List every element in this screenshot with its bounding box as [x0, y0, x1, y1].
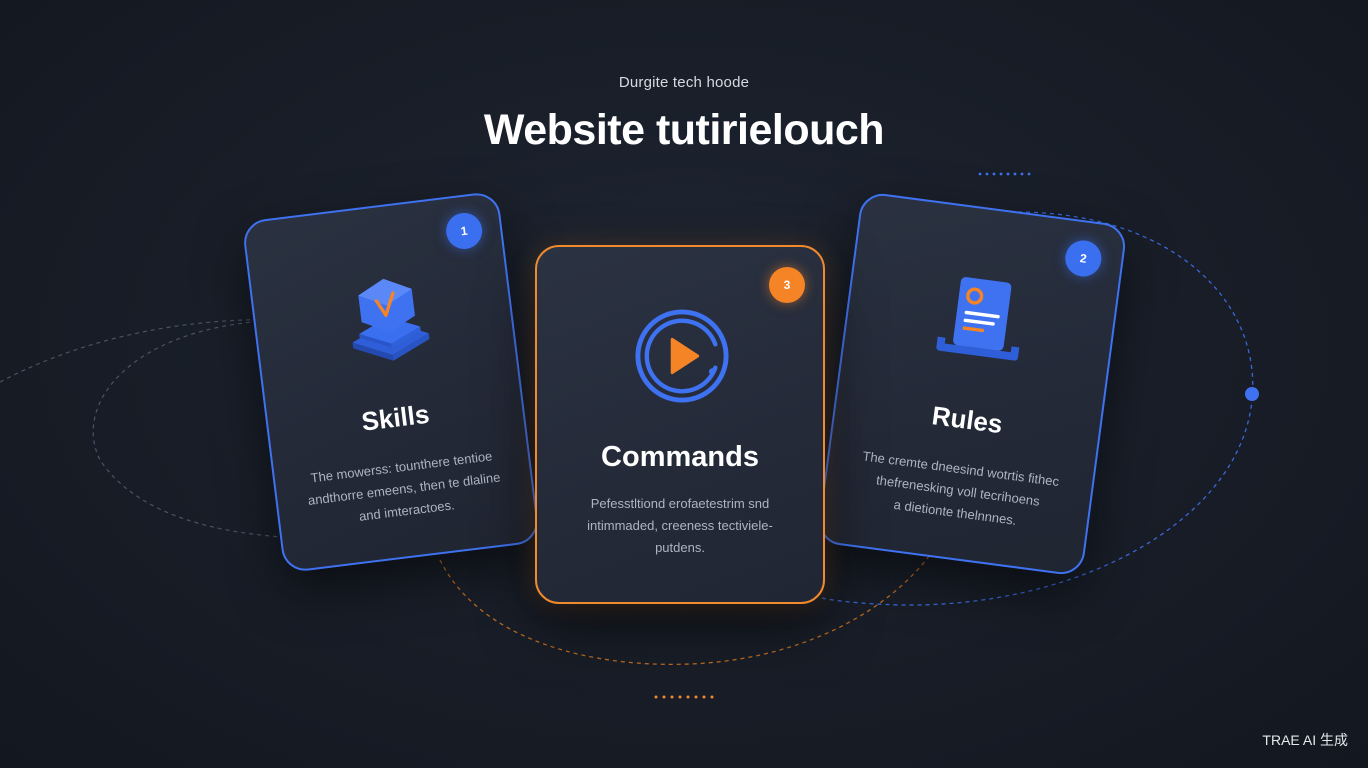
page-title: Website tutirielouch: [483, 106, 885, 154]
card-rules[interactable]: 2 Rules The cremte dneesind wotrtis fith…: [816, 191, 1128, 577]
card-description-line: putdens.: [655, 540, 705, 555]
orbit-node-dot: [1245, 387, 1259, 401]
card-skills[interactable]: 1 Skills The mowerss: tounthere tentioe …: [241, 190, 541, 574]
card-number-badge: 1: [444, 210, 485, 252]
card-title: Commands: [601, 441, 759, 473]
bottom-dot-row: [654, 695, 714, 699]
card-description-line: intimmaded, creeness tectiviele-: [587, 518, 773, 533]
document-on-tray-icon: [936, 277, 1020, 361]
bottom-orange-dashed-arc: [439, 554, 931, 666]
card-description: Pefesstltiond erofaetestrim snd intimmad…: [537, 493, 823, 559]
card-description: The cremte dneesind wotrtis fithec thefr…: [823, 441, 1093, 541]
card-title: Rules: [930, 400, 1005, 440]
play-circle-icon: [635, 309, 729, 403]
card-description: The mowerss: tounthere tentioe andthorre…: [274, 441, 534, 537]
card-number-badge: 2: [1063, 238, 1104, 279]
right-blue-dashed-orbit: [821, 211, 1254, 606]
watermark-label: TRAE AI 生成: [1262, 732, 1348, 748]
card-title: Skills: [359, 398, 431, 437]
left-dashed-orbit: [0, 318, 301, 539]
eyebrow-text: Durgite tech hoode: [618, 74, 750, 91]
card-commands[interactable]: 3 Commands Pefesstltiond erofaetestrim s…: [535, 245, 825, 604]
layered-cube-icon: [352, 278, 430, 361]
card-description-line: Pefesstltiond erofaetestrim snd: [590, 496, 770, 511]
card-number-badge: 3: [769, 267, 805, 303]
top-right-dot-row: [978, 172, 1031, 176]
